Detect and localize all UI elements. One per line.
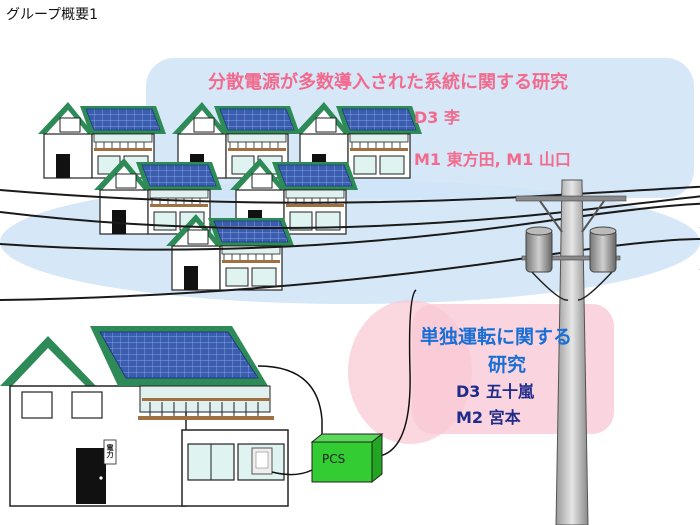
pcs-cable xyxy=(271,469,313,476)
meter-icon xyxy=(251,447,273,475)
pcs-label: PCS xyxy=(322,452,346,466)
topic2-members-line1: D3 五十嵐 xyxy=(456,382,534,401)
topic2-title-line2: 研究 xyxy=(488,354,527,376)
topic1-title: 分散電源が多数導入された系統に関する研究 xyxy=(208,72,568,93)
pcs-cable xyxy=(379,289,417,457)
topic2-members-line2: M2 宮本 xyxy=(456,408,521,427)
house-icon xyxy=(0,326,289,507)
meter-label: 電力 xyxy=(106,444,114,458)
pcs-cable xyxy=(257,365,323,440)
topic1-members-line2: M1 東方田, M1 山口 xyxy=(414,150,571,169)
utility-pole-icon xyxy=(515,179,627,525)
slide-title: グループ概要1 xyxy=(6,7,99,23)
pcs-box-icon xyxy=(310,432,384,484)
topic1-members-line1: D3 李 xyxy=(414,108,460,127)
transformer-icon xyxy=(589,226,617,273)
topic2-title-line1: 単独運転に関する xyxy=(420,326,573,348)
transformer-icon xyxy=(525,226,553,273)
